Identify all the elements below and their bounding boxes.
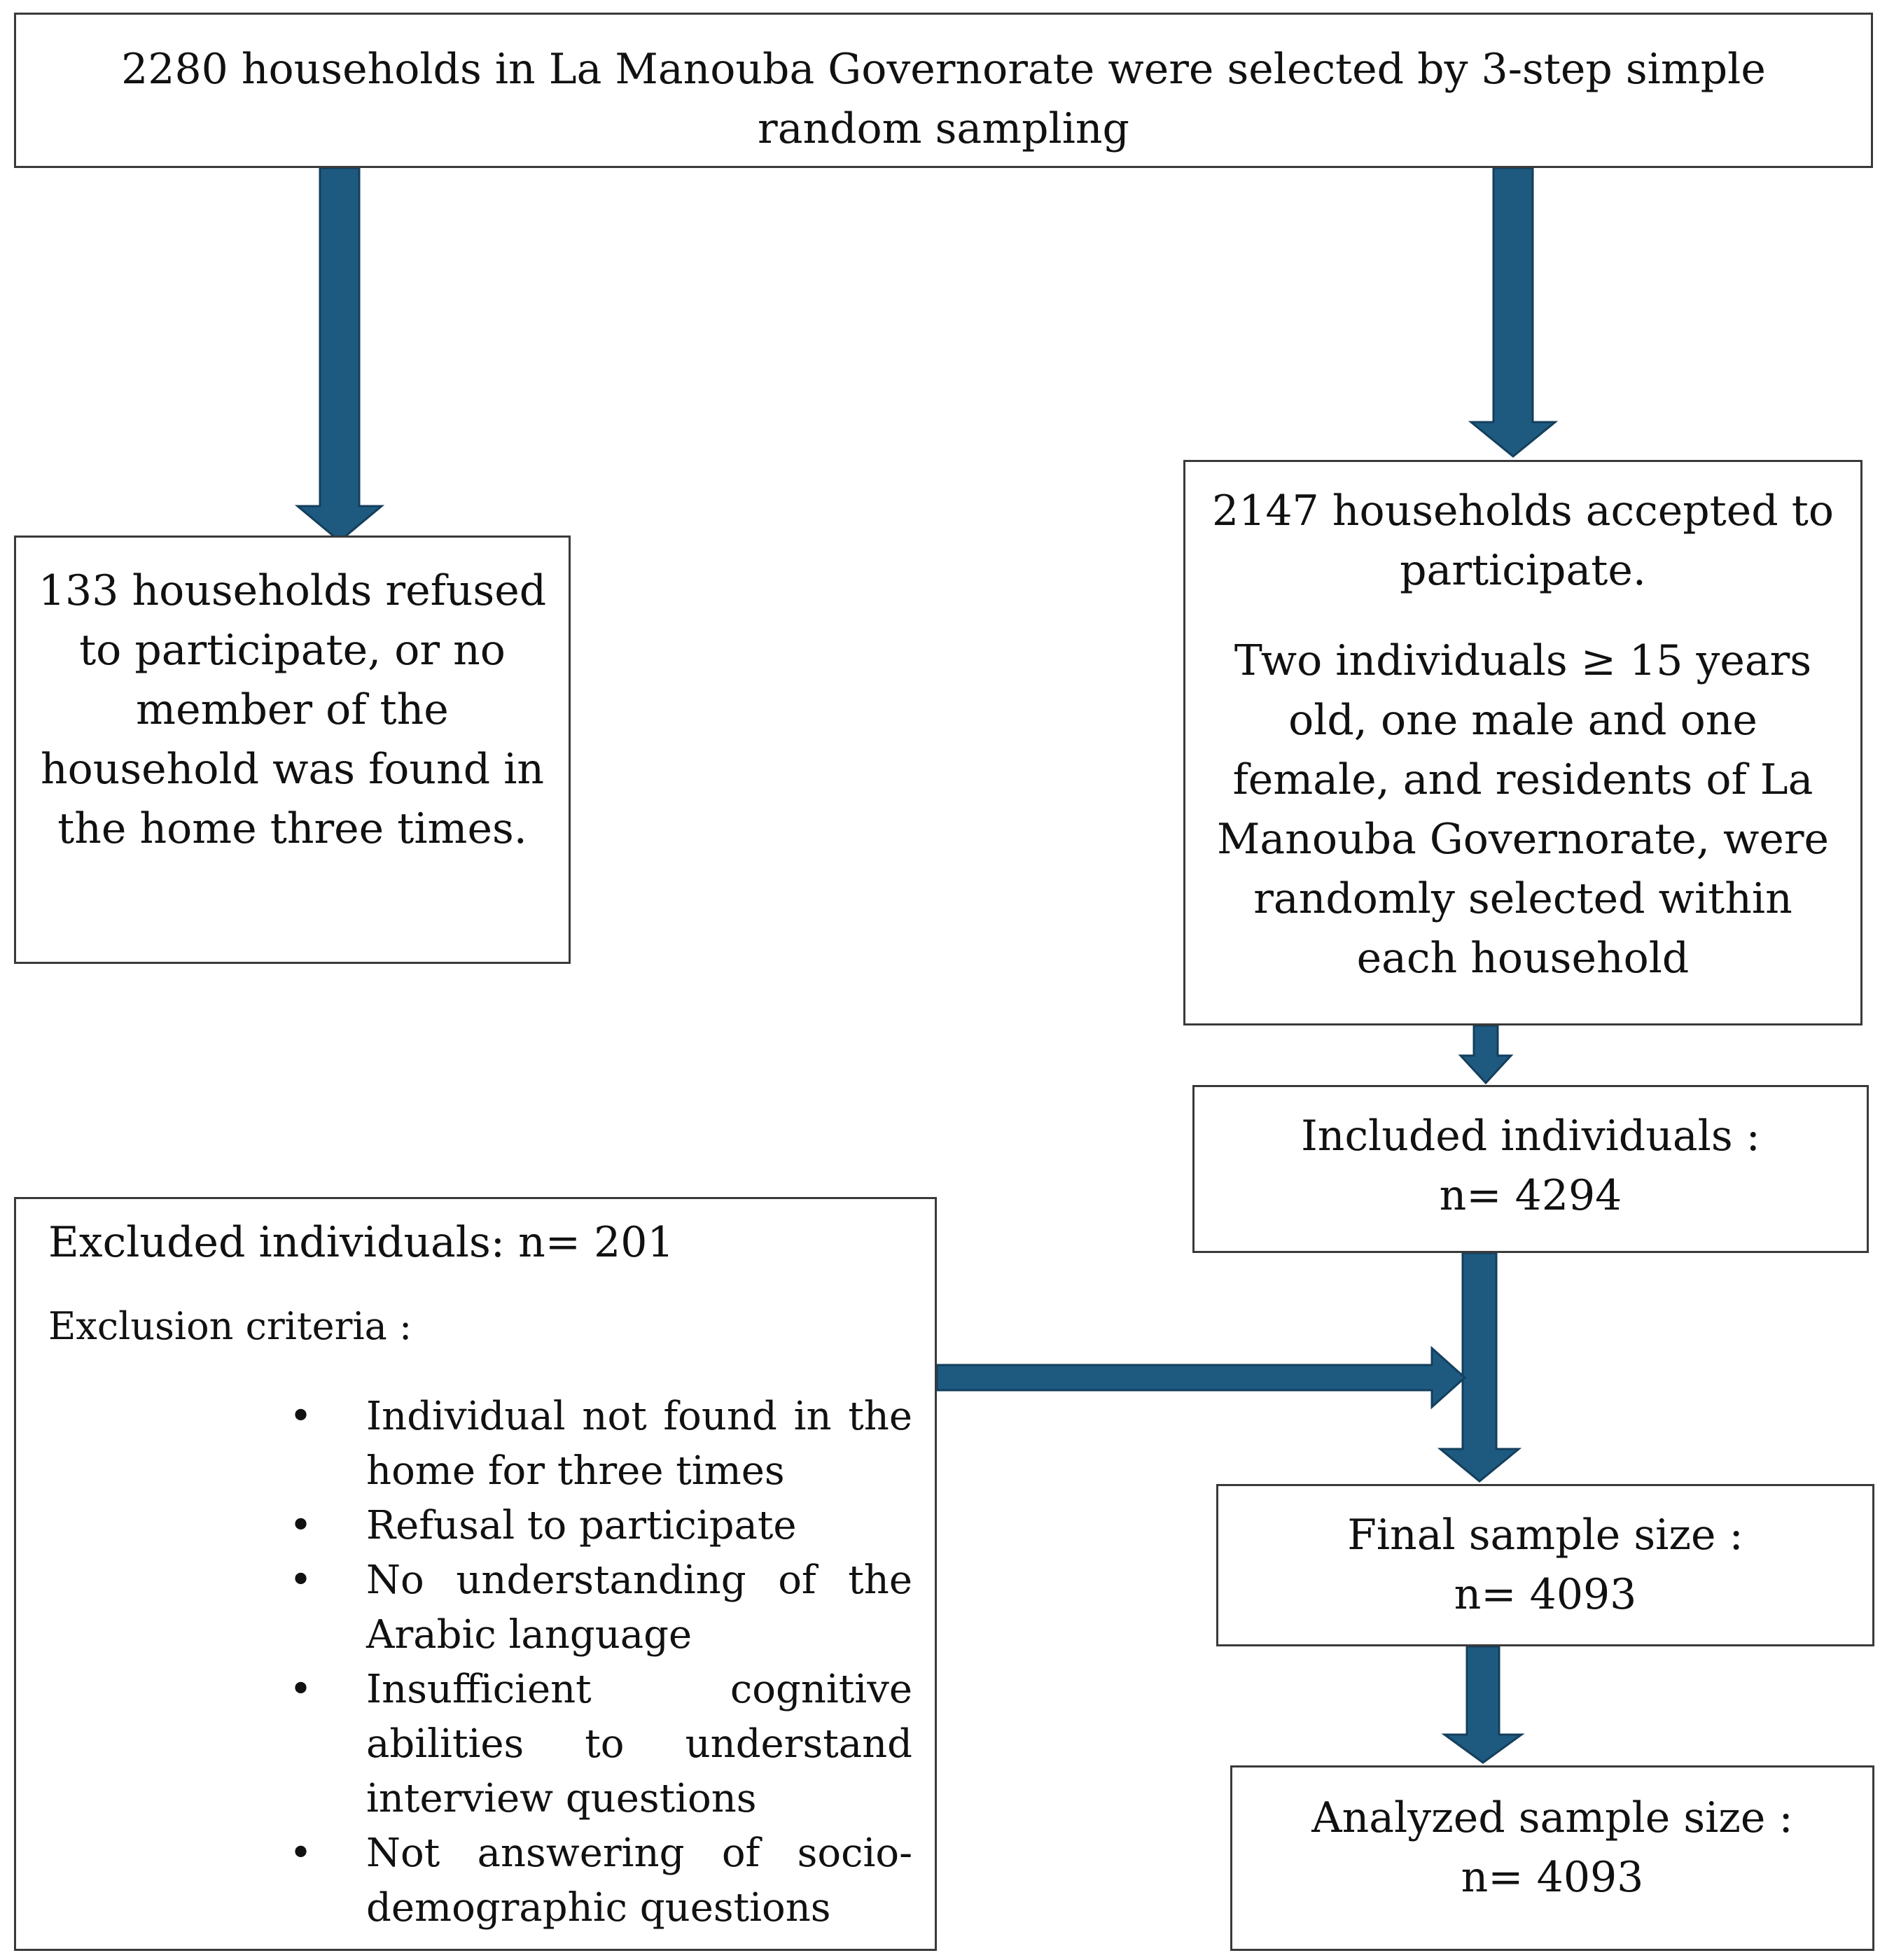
arrow-included-to-final (1437, 1252, 1522, 1483)
exclusion-criterion: Refusal to participate (289, 1499, 912, 1553)
exclusion-criterion: Not answering of socio-demographic quest… (289, 1826, 912, 1935)
final-sample-count: n= 4093 (1454, 1570, 1637, 1619)
households-selected-line1: 2280 households in La Manouba Governorat… (121, 45, 1766, 94)
final-sample-label: Final sample size : (1347, 1511, 1743, 1560)
households-selected-line2: random sampling (758, 104, 1129, 153)
paragraph-gap (1204, 601, 1842, 631)
individual-selection-text: Two individuals ≥ 15 years old, one male… (1216, 636, 1830, 983)
households-accepted-text: 2147 households accepted to participate. (1212, 486, 1834, 595)
arrow-top-to-refused (294, 167, 385, 542)
included-individuals-count: n= 4294 (1439, 1171, 1622, 1220)
included-individuals-label: Included individuals : (1301, 1112, 1760, 1161)
households-refused-box: 133 households refused to participate, o… (14, 536, 571, 964)
analyzed-sample-count: n= 4093 (1461, 1853, 1644, 1902)
arrow-excluded-to-stream (935, 1345, 1467, 1410)
final-sample-box: Final sample size : n= 4093 (1216, 1484, 1874, 1646)
excluded-individuals-box: Excluded individuals: n= 201 Exclusion c… (14, 1197, 937, 1951)
households-accepted-box: 2147 households accepted to participate.… (1183, 460, 1862, 1026)
arrow-final-to-analyzed (1441, 1645, 1525, 1764)
exclusion-criteria-heading: Exclusion criteria : (48, 1304, 412, 1348)
excluded-individuals-title: Excluded individuals: n= 201 (48, 1218, 674, 1267)
households-refused-text: 133 households refused to participate, o… (38, 566, 547, 853)
arrow-group (294, 167, 1559, 1764)
analyzed-sample-box: Analyzed sample size : n= 4093 (1230, 1765, 1874, 1951)
exclusion-criteria-list: Individual not found in the home for thr… (289, 1390, 912, 1935)
households-selected-box: 2280 households in La Manouba Governorat… (14, 13, 1873, 168)
arrow-accepted-to-included (1458, 1024, 1514, 1085)
exclusion-criterion: Individual not found in the home for thr… (289, 1390, 912, 1499)
included-individuals-box: Included individuals : n= 4294 (1192, 1085, 1869, 1253)
analyzed-sample-label: Analyzed sample size : (1311, 1793, 1793, 1842)
exclusion-criterion: Insufficient cognitive abilities to unde… (289, 1662, 912, 1826)
arrow-top-to-accepted (1468, 167, 1559, 458)
exclusion-criterion: No understanding of the Arabic language (289, 1553, 912, 1662)
